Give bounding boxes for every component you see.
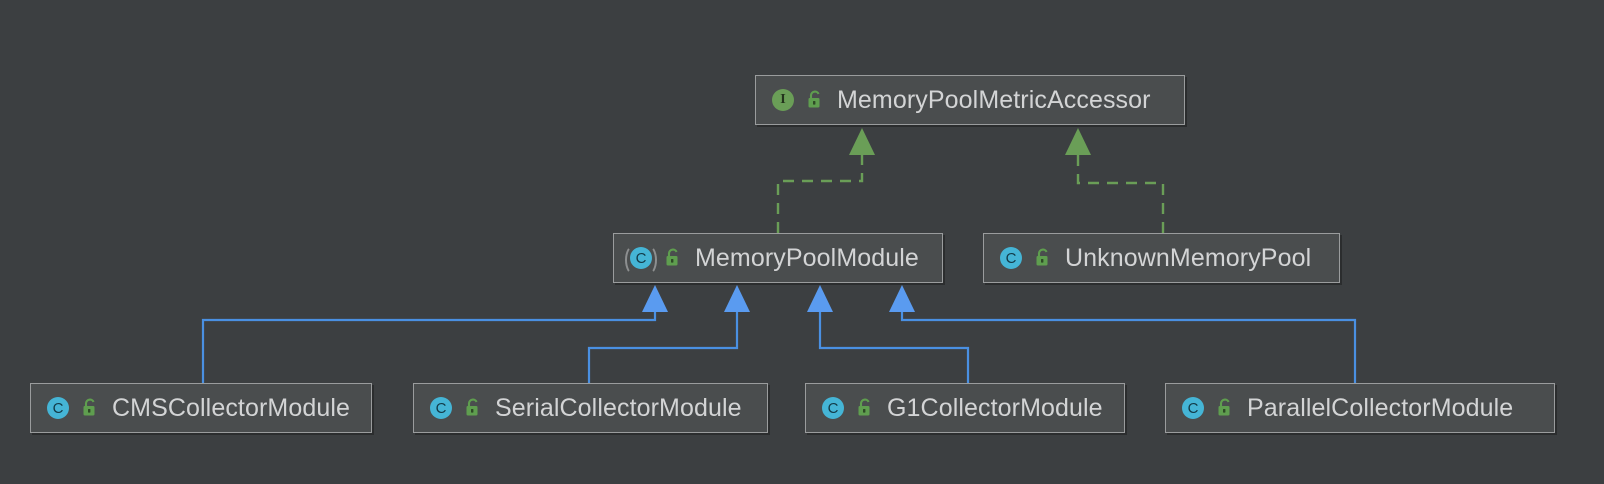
abstract-class-icon: C	[625, 243, 657, 275]
class-node-label: CMSCollectorModule	[112, 393, 350, 422]
class-icon-glyph: C	[47, 397, 69, 419]
class-node-memory-pool-metric-accessor[interactable]: I MemoryPoolMetricAccessor	[755, 75, 1185, 125]
class-icon: C	[818, 393, 848, 423]
class-node-unknown-memory-pool[interactable]: C UnknownMemoryPool	[983, 233, 1340, 283]
class-icon: C	[43, 393, 73, 423]
class-node-memory-pool-module[interactable]: C MemoryPoolModule	[613, 233, 943, 283]
class-node-label: G1CollectorModule	[887, 393, 1103, 422]
interface-icon: I	[768, 85, 798, 115]
class-node-label: MemoryPoolModule	[695, 243, 919, 272]
class-icon-glyph: C	[822, 397, 844, 419]
class-node-serial-collector-module[interactable]: C SerialCollectorModule	[413, 383, 768, 433]
class-icon-glyph: C	[1000, 247, 1022, 269]
class-node-label: SerialCollectorModule	[495, 393, 742, 422]
edge-unknown-memory-pool-implements-accessor	[1065, 128, 1165, 233]
class-icon-glyph: C	[430, 397, 452, 419]
class-node-label: ParallelCollectorModule	[1247, 393, 1514, 422]
edge-g1-extends-memory-pool-module	[807, 285, 970, 383]
class-icon: C	[426, 393, 456, 423]
open-padlock-icon	[663, 247, 683, 269]
class-icon: C	[996, 243, 1026, 273]
class-node-label: UnknownMemoryPool	[1065, 243, 1312, 272]
abstract-class-icon-glyph: C	[630, 247, 652, 269]
abstract-class-icon-left-arc	[625, 245, 642, 275]
class-node-parallel-collector-module[interactable]: C ParallelCollectorModule	[1165, 383, 1555, 433]
class-node-g1-collector-module[interactable]: C G1CollectorModule	[805, 383, 1125, 433]
open-padlock-icon	[463, 397, 483, 419]
open-padlock-icon	[1215, 397, 1235, 419]
edge-cms-extends-memory-pool-module	[201, 285, 668, 383]
open-padlock-icon	[805, 89, 825, 111]
abstract-class-icon-right-arc	[640, 245, 657, 275]
class-node-label: MemoryPoolMetricAccessor	[837, 85, 1151, 114]
class-node-cms-collector-module[interactable]: C CMSCollectorModule	[30, 383, 372, 433]
open-padlock-icon	[80, 397, 100, 419]
edge-serial-extends-memory-pool-module	[587, 285, 750, 383]
open-padlock-icon	[855, 397, 875, 419]
interface-icon-glyph: I	[772, 89, 794, 111]
edge-parallel-extends-memory-pool-module	[889, 285, 1357, 383]
class-icon: C	[1178, 393, 1208, 423]
edge-memory-pool-module-implements-accessor	[776, 128, 875, 233]
class-icon-glyph: C	[1182, 397, 1204, 419]
open-padlock-icon	[1033, 247, 1053, 269]
